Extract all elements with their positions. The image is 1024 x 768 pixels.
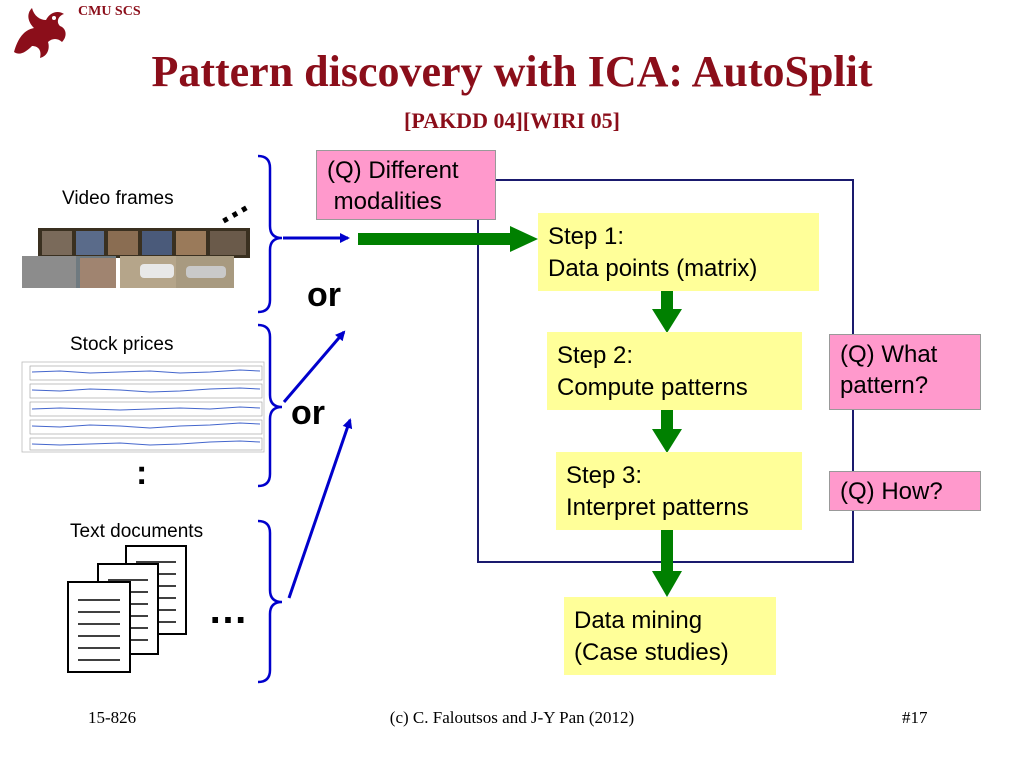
page-subtitle: [PAKDD 04][WIRI 05]: [404, 108, 620, 133]
arrow-text: [287, 418, 353, 599]
document-icon: [67, 545, 187, 673]
brace-stock: [257, 323, 283, 488]
step-2-title: Step 2:: [557, 342, 634, 369]
question-what-pattern-line1: (Q) What: [840, 341, 938, 368]
arrow-to-step1: [358, 226, 538, 252]
question-how-text: (Q) How?: [840, 478, 943, 505]
question-what-pattern-line2: pattern?: [840, 372, 929, 399]
question-modalities-line1: (Q) Different: [327, 157, 459, 184]
step-1-box: Step 1: Data points (matrix): [538, 213, 819, 291]
question-how: (Q) How?: [829, 471, 981, 511]
footer-course: 15-826: [88, 708, 137, 727]
footer-credit: (c) C. Faloutsos and J-Y Pan (2012): [389, 708, 635, 727]
step-2-box: Step 2: Compute patterns: [547, 332, 802, 410]
video-frames-image: [22, 228, 250, 288]
footer-slide-number: #17: [902, 708, 928, 727]
video-frames-label: Video frames: [62, 188, 174, 209]
header-tag: CMU SCS: [78, 4, 141, 19]
step-3-box: Step 3: Interpret patterns: [556, 452, 802, 530]
step-3-text: Interpret patterns: [566, 494, 749, 521]
stock-ellipsis: :: [136, 454, 148, 492]
page-title: Pattern discovery with ICA: AutoSplit: [151, 47, 873, 96]
question-what-pattern: (Q) What pattern?: [829, 334, 981, 410]
question-modalities-line2: modalities: [327, 188, 442, 215]
stock-prices-image: [21, 361, 265, 453]
result-title: Data mining: [574, 607, 703, 634]
stock-prices-label: Stock prices: [70, 334, 174, 355]
result-text: (Case studies): [574, 639, 729, 666]
brace-video: [257, 154, 283, 314]
dragon-logo-icon: [14, 8, 66, 58]
arrow-step2-to-step3: [652, 410, 682, 453]
step-2-text: Compute patterns: [557, 374, 748, 401]
text-documents-label: Text documents: [70, 521, 204, 542]
text-ellipsis: …: [208, 588, 248, 632]
step-3-title: Step 3:: [566, 462, 643, 489]
step-1-text: Data points (matrix): [548, 255, 758, 282]
or-label-1: or: [307, 276, 341, 314]
result-box: Data mining (Case studies): [564, 597, 776, 675]
step-1-title: Step 1:: [548, 223, 625, 250]
or-label-2: or: [291, 394, 325, 432]
question-modalities: (Q) Different modalities: [316, 150, 496, 220]
brace-text: [257, 519, 283, 684]
arrow-step3-to-result: [652, 529, 682, 597]
arrow-stock: [282, 330, 346, 403]
arrow-step1-to-step2: [652, 290, 682, 333]
